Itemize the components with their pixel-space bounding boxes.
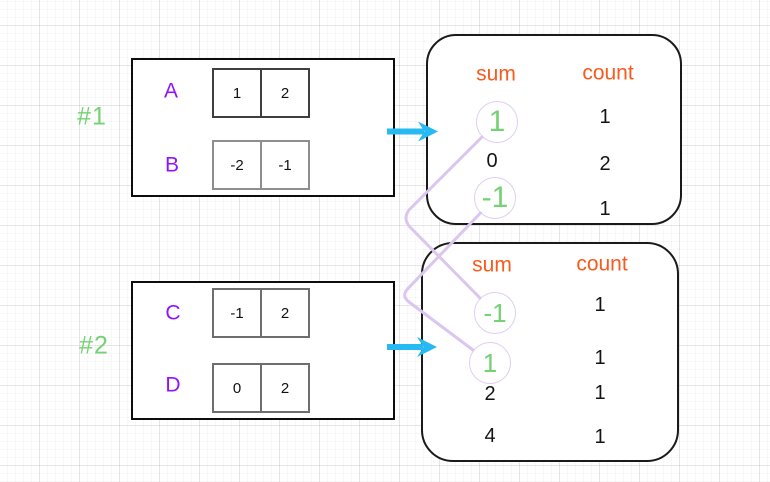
array-a-cell-0: 1 [212,68,262,118]
result-table-2 [421,242,679,462]
array-b-label: B [164,153,180,177]
count-value: 1 [594,426,606,448]
example-1-label: #1 [77,102,107,131]
array-a-label: A [163,79,179,103]
count-value: 1 [594,347,606,369]
sum-value: -1 [481,181,509,214]
sum-circle-1a: 1 [476,101,518,143]
sum-value: 1 [482,347,498,378]
result-table-1 [426,34,682,225]
sum-value: 2 [484,383,496,405]
sum-value: 4 [484,425,496,447]
count-header-2: count [576,252,628,276]
sum-header-2: sum [472,253,512,277]
sum-value: -1 [483,297,507,328]
sum-circle-2a: -1 [474,292,516,334]
sum-circle-2b: 1 [469,342,511,384]
array-d-cell-1: 2 [260,363,310,413]
count-header-1: count [582,61,634,85]
count-value: 2 [599,153,611,175]
sum-value: 0 [486,150,498,172]
count-value: 1 [599,198,611,220]
sum-header-1: sum [476,62,516,86]
array-a-cell-1: 2 [260,68,310,118]
array-c-label: C [165,301,181,325]
count-value: 1 [599,106,611,128]
sum-value: 1 [488,105,506,138]
count-value: 1 [594,382,606,404]
array-c-cell-0: -1 [212,288,262,338]
sum-circle-1b: -1 [474,177,516,219]
array-c-cell-1: 2 [260,288,310,338]
array-d-label: D [165,373,181,397]
array-d-cell-0: 0 [212,363,262,413]
example-2-label: #2 [79,331,109,360]
array-b-cell-1: -1 [260,140,310,190]
count-value: 1 [594,294,606,316]
array-b-cell-0: -2 [212,140,262,190]
